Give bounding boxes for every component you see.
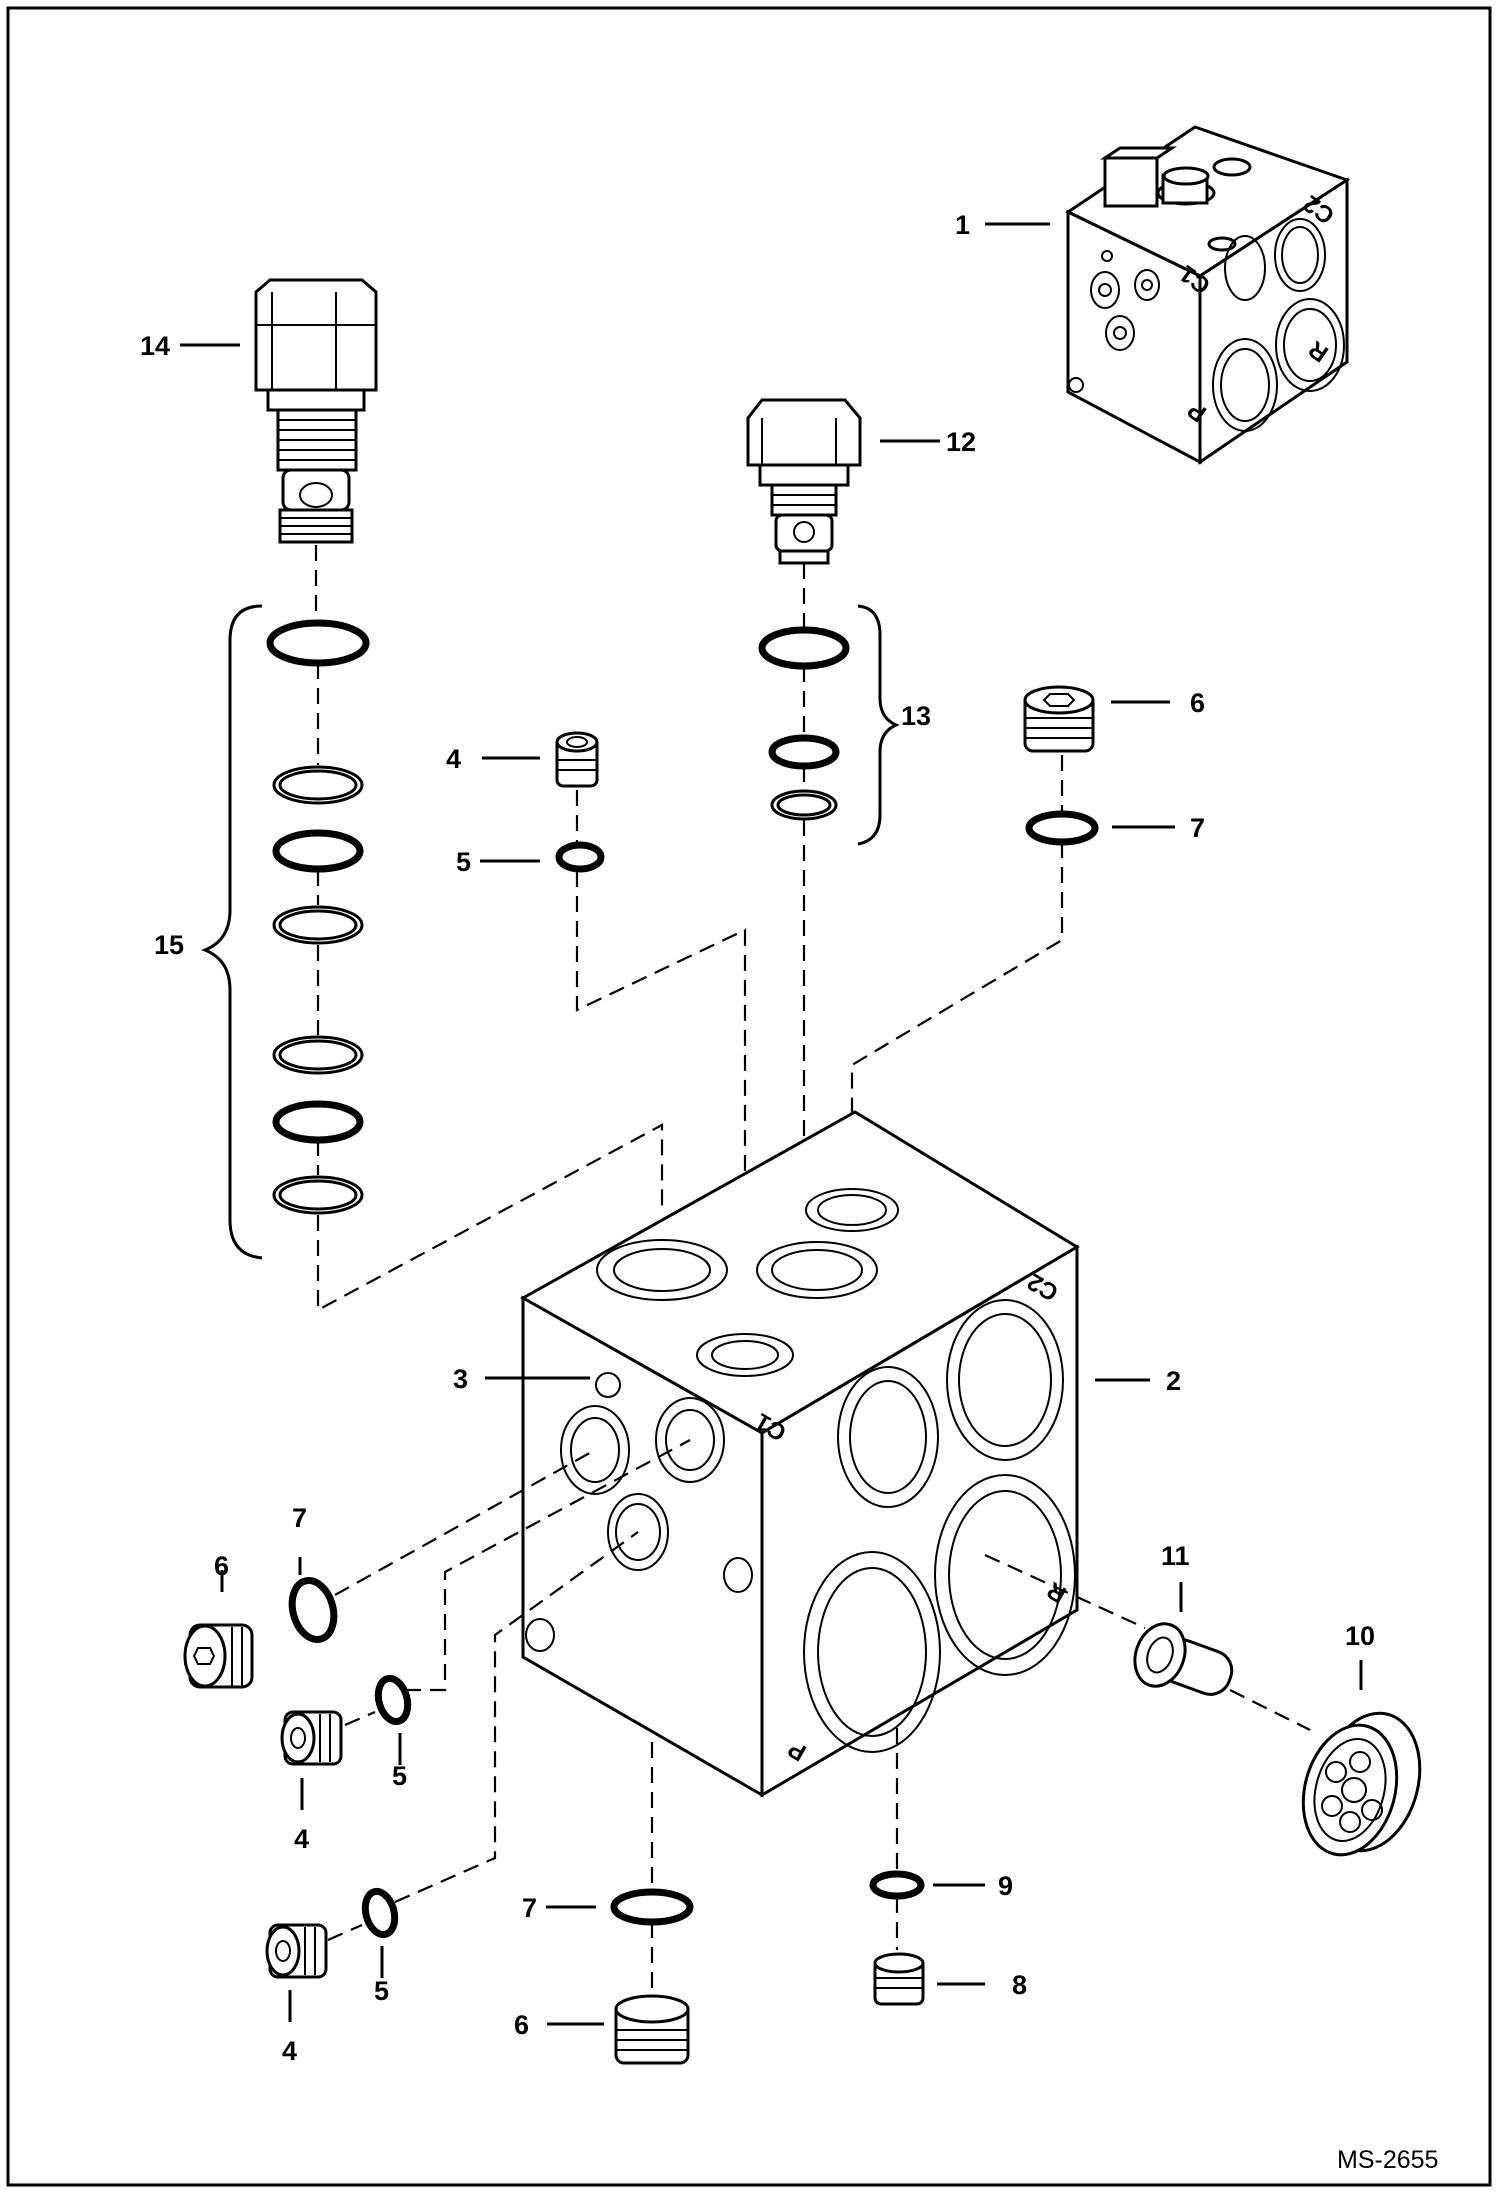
plug-bottom-6 bbox=[614, 1994, 690, 2065]
block-front-ports bbox=[525, 1372, 753, 1652]
plug-left-4b bbox=[265, 1923, 328, 1979]
callout-11: 11 bbox=[1161, 1541, 1190, 1571]
valve-assembly-view bbox=[1064, 125, 1351, 465]
oring-bottom-7 bbox=[610, 1888, 694, 1926]
item15-axis bbox=[316, 663, 664, 1312]
item13-brace bbox=[857, 604, 900, 846]
oring-left-5b bbox=[361, 1887, 399, 1939]
block-side-ports bbox=[803, 1299, 1076, 1753]
callout-7-top: 7 bbox=[1190, 813, 1205, 843]
oring-left-7 bbox=[288, 1577, 338, 1643]
callout-15: 15 bbox=[154, 930, 184, 960]
seal-kit-rings bbox=[266, 619, 370, 1215]
item4-left-axis bbox=[344, 1439, 691, 1727]
plug-left-6 bbox=[183, 1623, 254, 1689]
callout-4-top: 4 bbox=[446, 744, 461, 774]
callout-6-left: 6 bbox=[214, 1551, 229, 1581]
callout-6-top: 6 bbox=[1190, 688, 1205, 718]
callout-5-lower: 5 bbox=[374, 1976, 389, 2006]
oring-top-7 bbox=[1025, 810, 1099, 846]
callout-4-lower: 4 bbox=[282, 2036, 297, 2066]
plug-left-4a bbox=[280, 1710, 343, 1766]
callout-4-left: 4 bbox=[294, 1824, 309, 1854]
callout-1: 1 bbox=[955, 210, 970, 240]
callout-3: 3 bbox=[453, 1364, 468, 1394]
page-border bbox=[6, 6, 1492, 2187]
block-top-ports bbox=[596, 1188, 899, 1377]
plug-bottom-8 bbox=[873, 1952, 925, 2006]
callout-2: 2 bbox=[1166, 1366, 1181, 1396]
leader-lines bbox=[180, 222, 1363, 2026]
callout-6-bottom: 6 bbox=[514, 2010, 529, 2040]
callout-8: 8 bbox=[1012, 1970, 1027, 2000]
item15-brace bbox=[200, 604, 263, 1260]
item4-lower-axis bbox=[327, 1531, 639, 1942]
oring-left-5a bbox=[374, 1674, 412, 1726]
port-plug-10 bbox=[1301, 1711, 1422, 1857]
valve-block bbox=[519, 1110, 1080, 1798]
plug-top-4 bbox=[555, 731, 599, 788]
callout-7-left: 7 bbox=[292, 1503, 307, 1533]
item4-axis bbox=[575, 790, 747, 1340]
item11-axis bbox=[984, 1553, 1311, 1731]
check-poppet bbox=[1133, 1622, 1234, 1696]
callout-13: 13 bbox=[901, 701, 931, 731]
oring-top-5 bbox=[555, 841, 605, 873]
callout-9: 9 bbox=[998, 1871, 1013, 1901]
drawing-code: MS-2655 bbox=[1337, 2146, 1438, 2174]
oring-bottom-9 bbox=[869, 1870, 925, 1900]
callout-5-left: 5 bbox=[392, 1761, 407, 1791]
callout-5-top: 5 bbox=[456, 847, 471, 877]
relief-valve-cartridge bbox=[254, 278, 378, 544]
callout-12: 12 bbox=[946, 427, 976, 457]
plug-top-6 bbox=[1023, 685, 1095, 753]
callout-7-bottom: 7 bbox=[522, 1893, 537, 1923]
callout-14: 14 bbox=[140, 331, 170, 361]
callout-10: 10 bbox=[1345, 1621, 1375, 1651]
cartridge-valve bbox=[746, 398, 862, 565]
